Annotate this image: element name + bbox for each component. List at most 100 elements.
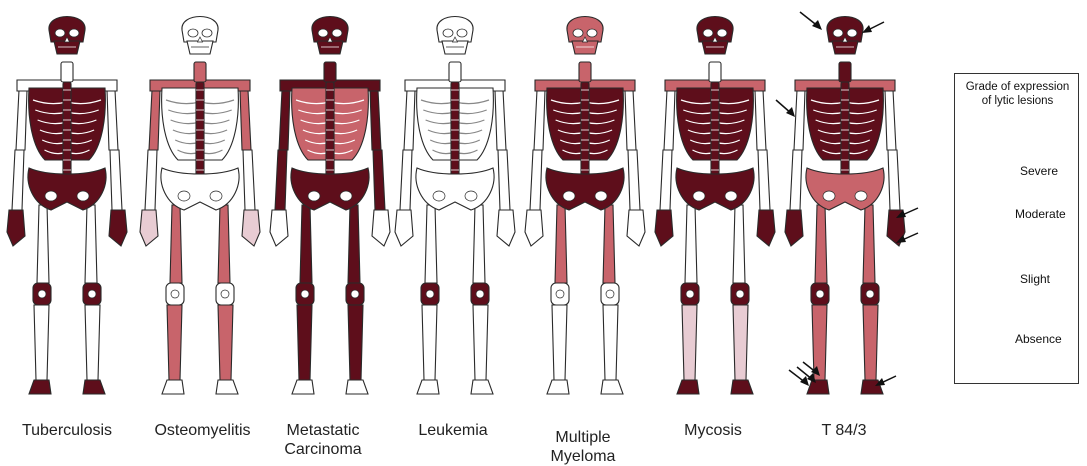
- foot-right: [731, 380, 753, 394]
- femur-right: [85, 205, 97, 283]
- legend-label-absence: Absence: [1015, 332, 1062, 346]
- obturator-right: [77, 191, 89, 201]
- tibia-right: [603, 305, 618, 380]
- pelvis: [28, 168, 106, 210]
- skull-eye-right: [69, 29, 79, 37]
- forearm-left: [275, 150, 287, 210]
- skull-jaw: [702, 41, 728, 54]
- neck: [61, 62, 73, 82]
- skeleton-0: [7, 17, 127, 395]
- foot-right: [216, 380, 238, 394]
- patella-right: [221, 290, 229, 298]
- femur-right: [733, 205, 745, 283]
- skull-jaw: [442, 41, 468, 54]
- spine: [451, 82, 459, 187]
- hand-right: [627, 210, 645, 246]
- arrow-foot-1: [789, 370, 809, 386]
- tibia-left: [552, 305, 567, 380]
- foot-left: [162, 380, 184, 394]
- tibia-left: [297, 305, 312, 380]
- skull: [49, 17, 85, 55]
- tibia-left: [34, 305, 49, 380]
- femur-right: [603, 205, 615, 283]
- humerus-left: [404, 90, 415, 150]
- tibia-left: [682, 305, 697, 380]
- tibia-right: [733, 305, 748, 380]
- neck: [194, 62, 206, 82]
- skull-eye-left: [703, 29, 713, 37]
- skull-eye-left: [188, 29, 198, 37]
- tibia-right: [218, 305, 233, 380]
- obturator-right: [725, 191, 737, 201]
- patella-left: [171, 290, 179, 298]
- obturator-right: [855, 191, 867, 201]
- forearm-left: [12, 150, 24, 210]
- pelvis: [806, 168, 884, 210]
- obturator-left: [308, 191, 320, 201]
- humerus-left: [794, 90, 805, 150]
- arrow-humerus: [776, 100, 795, 117]
- neck: [839, 62, 851, 82]
- caption-mycosis: Mycosis: [658, 421, 768, 440]
- caption-leukemia: Leukemia: [398, 421, 508, 440]
- pelvis: [546, 168, 624, 210]
- skull-jaw: [54, 41, 80, 54]
- spine: [196, 82, 204, 187]
- skull-eye-right: [457, 29, 467, 37]
- tibia-right: [473, 305, 488, 380]
- foot-right: [83, 380, 105, 394]
- femur-right: [218, 205, 230, 283]
- forearm-right: [758, 150, 770, 210]
- pelvis: [161, 168, 239, 210]
- hand-left: [140, 210, 158, 246]
- skull: [567, 17, 603, 55]
- humerus-right: [495, 90, 506, 150]
- foot-right: [346, 380, 368, 394]
- humerus-right: [885, 90, 896, 150]
- foot-left: [807, 380, 829, 394]
- femur-left: [170, 205, 182, 283]
- femur-left: [300, 205, 312, 283]
- forearm-right: [498, 150, 510, 210]
- skull-eye-right: [202, 29, 212, 37]
- obturator-left: [45, 191, 57, 201]
- patella-right: [88, 290, 96, 298]
- patella-left: [301, 290, 309, 298]
- legend-label-moderate: Moderate: [1015, 207, 1066, 221]
- patella-right: [866, 290, 874, 298]
- hand-left: [785, 210, 803, 246]
- hand-left: [270, 210, 288, 246]
- neck: [709, 62, 721, 82]
- skeleton-5: [655, 17, 775, 395]
- patella-left: [686, 290, 694, 298]
- patella-left: [38, 290, 46, 298]
- hand-right: [109, 210, 127, 246]
- skull-eye-left: [318, 29, 328, 37]
- femur-left: [555, 205, 567, 283]
- caption-metastatic-carcinoma: Metastatic Carcinoma: [268, 421, 378, 459]
- tibia-right: [348, 305, 363, 380]
- neck: [324, 62, 336, 82]
- femur-left: [685, 205, 697, 283]
- neck: [449, 62, 461, 82]
- femur-right: [348, 205, 360, 283]
- humerus-right: [107, 90, 118, 150]
- patella-right: [736, 290, 744, 298]
- humerus-right: [625, 90, 636, 150]
- spine: [581, 82, 589, 187]
- skull-eye-right: [847, 29, 857, 37]
- arrow-skull-right: [862, 22, 884, 33]
- skull: [437, 17, 473, 55]
- patella-left: [556, 290, 564, 298]
- humerus-left: [534, 90, 545, 150]
- spine: [63, 82, 71, 187]
- obturator-left: [823, 191, 835, 201]
- forearm-right: [373, 150, 385, 210]
- spine: [711, 82, 719, 187]
- forearm-right: [888, 150, 900, 210]
- patella-right: [351, 290, 359, 298]
- femur-left: [37, 205, 49, 283]
- skull: [182, 17, 218, 55]
- tibia-left: [167, 305, 182, 380]
